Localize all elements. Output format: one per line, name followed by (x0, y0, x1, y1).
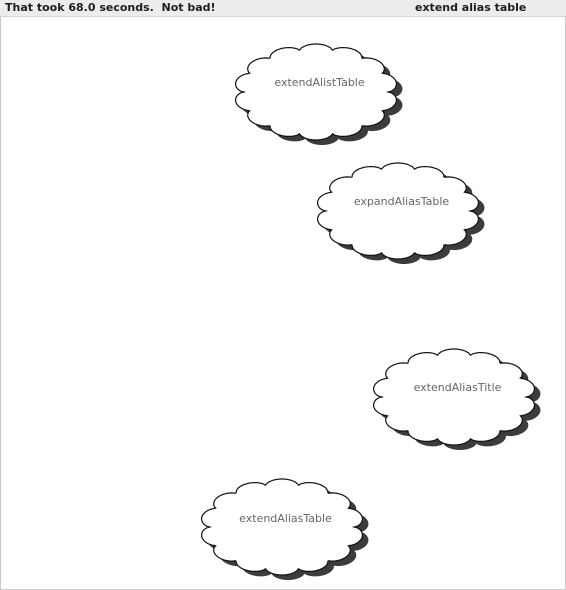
word-cloud[interactable]: extendAliasTable (198, 477, 373, 583)
target-word: extend alias table (415, 1, 527, 14)
cloud-shape (201, 478, 369, 580)
cloud-shape (235, 43, 403, 145)
cloud-shape (373, 348, 541, 450)
result-message: That took 68.0 seconds. Not bad! (5, 1, 216, 14)
status-bar: That took 68.0 seconds. Not bad! extend … (0, 0, 566, 17)
cloud-shape (317, 162, 485, 264)
word-cloud[interactable]: extendAlistTable (232, 42, 407, 148)
word-cloud[interactable]: extendAliasTitle (370, 347, 545, 453)
word-cloud[interactable]: expandAliasTable (314, 161, 489, 267)
